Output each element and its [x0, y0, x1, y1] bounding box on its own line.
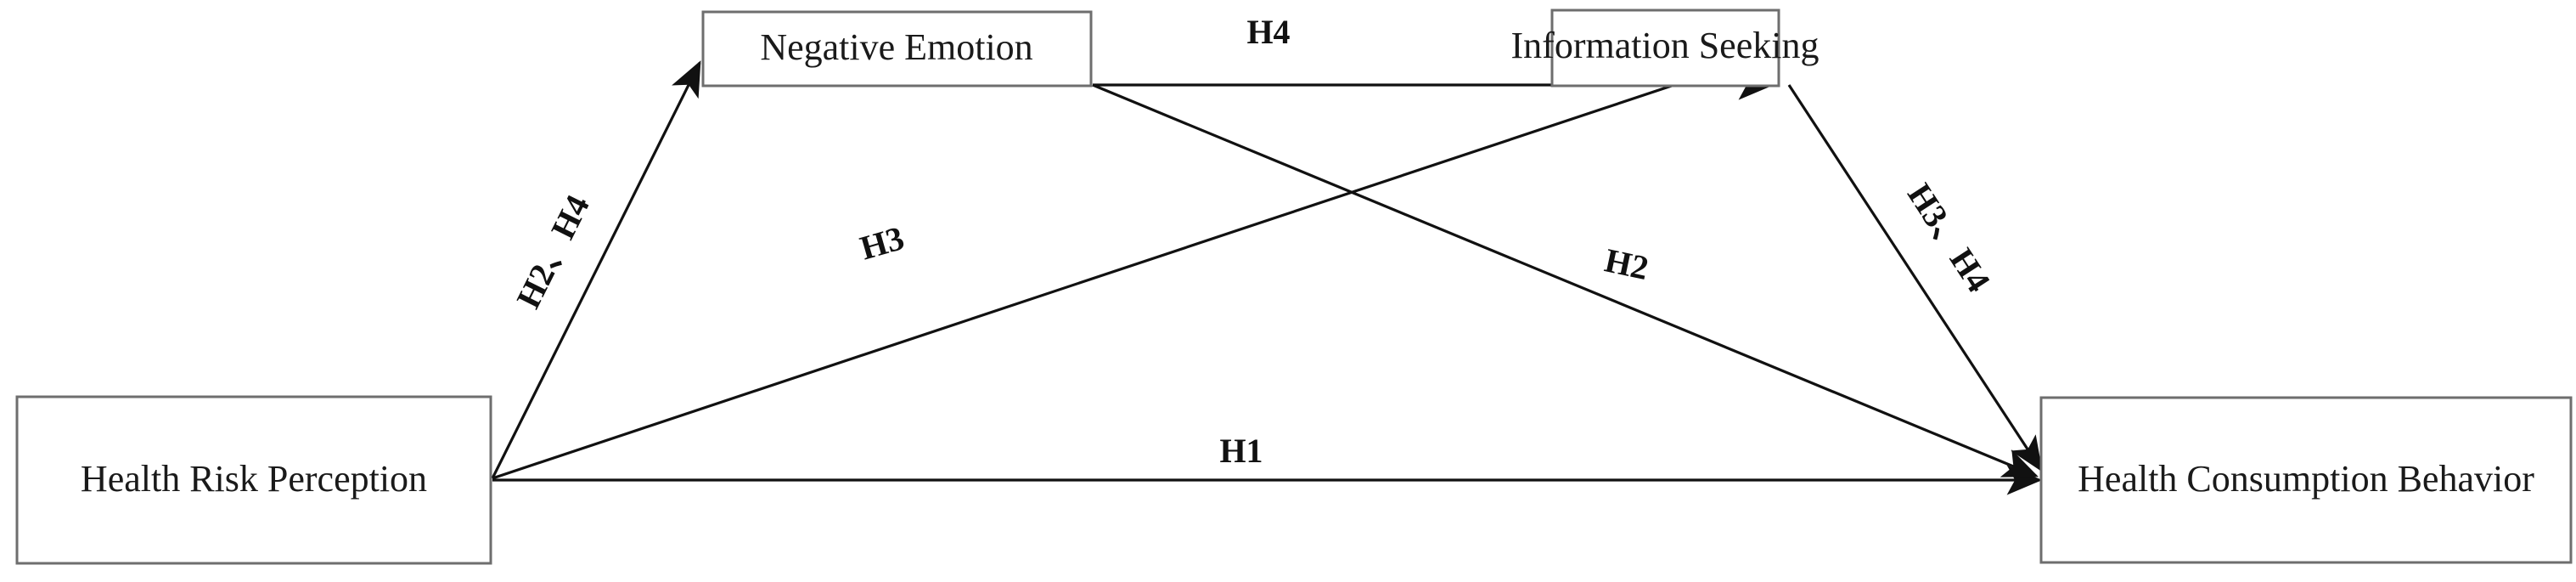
edge-label-h2: H2 [1601, 240, 1651, 287]
node-box-negative-emotion[interactable] [701, 10, 1093, 88]
node-box-health-risk-perception[interactable] [15, 395, 492, 565]
node-label-health-consumption-behavior: Health Consumption Behavior [2078, 458, 2534, 500]
node-label-health-risk-perception: Health Risk Perception [81, 458, 427, 500]
edge-label-h1: H1 [1219, 432, 1263, 470]
node-box-health-consumption-behavior[interactable] [2039, 396, 2573, 564]
node-information-seeking[interactable]: Information Seeking [1511, 8, 1820, 88]
node-health-risk-perception[interactable]: Health Risk Perception [15, 395, 492, 565]
edge-line-ne-hcb [1092, 83, 2039, 477]
edge-label-h3-h4: H3、H4 [1900, 177, 1998, 299]
node-label-negative-emotion: Negative Emotion [760, 26, 1032, 68]
edge-label-h3: H3 [856, 218, 908, 267]
node-label-information-seeking: Information Seeking [1511, 25, 1820, 66]
edge-hrp-to-information-seeking: H3 [492, 48, 1775, 480]
edge-line-hrp-is [492, 48, 1775, 480]
edge-negative-emotion-to-health-consumption-behavior: H2 [1092, 83, 2039, 477]
edge-label-h4: H4 [1246, 13, 1290, 51]
node-health-consumption-behavior[interactable]: Health Consumption Behavior [2039, 396, 2573, 564]
node-box-information-seeking[interactable] [1550, 8, 1780, 88]
edge-information-seeking-to-health-consumption-behavior: H3、H4 [1787, 84, 2043, 472]
edge-line-hrp-ne [491, 60, 701, 479]
node-negative-emotion[interactable]: Negative Emotion [701, 10, 1093, 88]
edge-hrp-to-health-consumption-behavior: H1 [492, 432, 2043, 495]
edge-line-is-hcb [1787, 84, 2043, 472]
edge-hrp-to-negative-emotion: H2、H4 [491, 60, 701, 479]
